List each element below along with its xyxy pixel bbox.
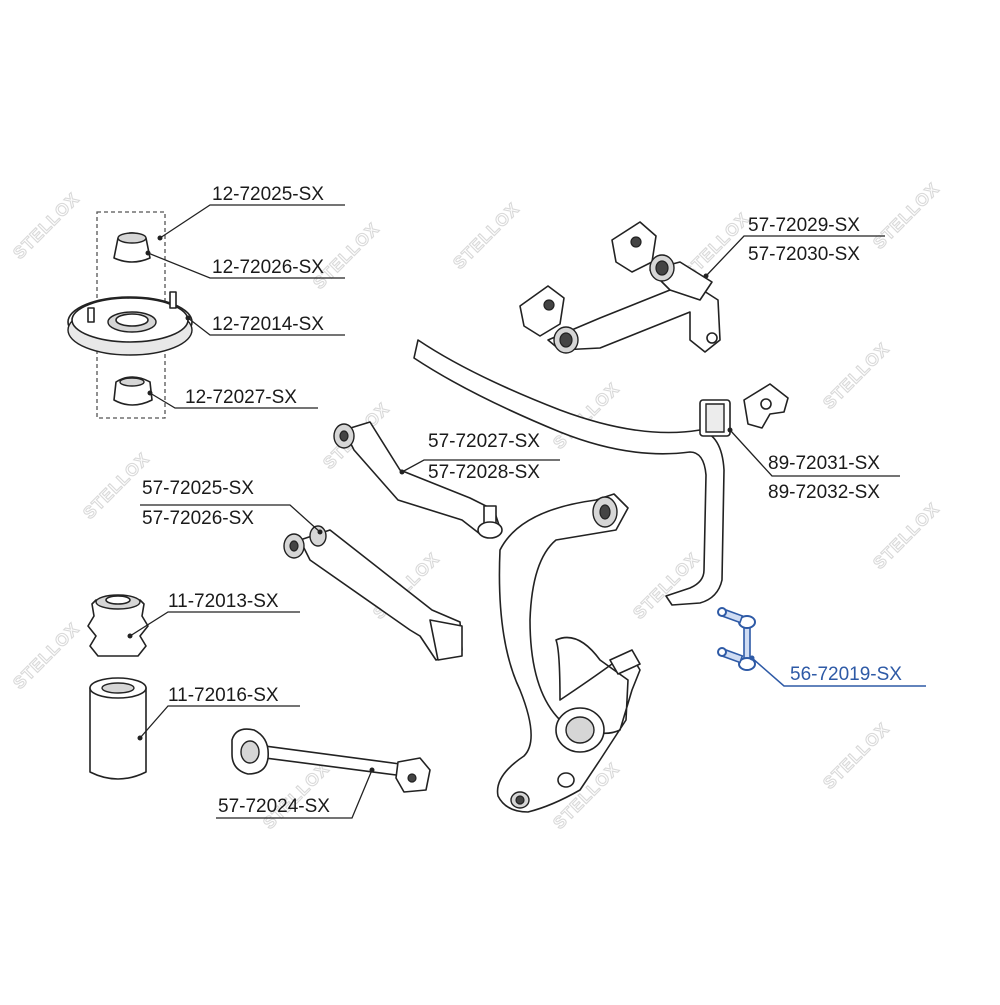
part-57-72027: [333, 421, 503, 539]
stabilizer-bar: [413, 339, 725, 606]
watermark-text: STELLOX: [9, 189, 83, 263]
part-labels: 12-72025-SX 12-72026-SX 12-72014-SX 12-7…: [142, 184, 902, 817]
label-57-72029[interactable]: 57-72029-SX: [748, 215, 860, 236]
watermark-text: STELLOX: [9, 619, 83, 693]
watermark-text: STELLOX: [449, 199, 523, 273]
steering-knuckle: [496, 493, 641, 813]
watermark-text: STELLOX: [869, 179, 943, 253]
part-57-72025: [283, 525, 463, 661]
part-12-72026: [113, 232, 151, 263]
part-57-72029: [519, 221, 721, 354]
part-12-72014: [67, 291, 193, 356]
part-56-72019: [717, 607, 756, 671]
part-57-72024: [231, 728, 431, 793]
label-57-72027[interactable]: 57-72027-SX: [428, 431, 540, 452]
part-89-72031: [699, 383, 789, 437]
watermark-text: STELLOX: [309, 219, 383, 293]
leader-lines: [127, 204, 926, 819]
label-57-72030[interactable]: 57-72030-SX: [748, 244, 860, 265]
label-11-72016[interactable]: 11-72016-SX: [168, 685, 279, 706]
part-12-72027: [113, 376, 153, 406]
label-12-72025[interactable]: 12-72025-SX: [212, 184, 324, 205]
part-11-72016: [89, 677, 147, 780]
label-11-72013[interactable]: 11-72013-SX: [168, 591, 279, 612]
watermark-text: STELLOX: [869, 499, 943, 573]
part-11-72013: [87, 594, 149, 657]
label-12-72026[interactable]: 12-72026-SX: [212, 257, 324, 278]
label-12-72014[interactable]: 12-72014-SX: [212, 314, 324, 335]
label-89-72032[interactable]: 89-72032-SX: [768, 482, 880, 503]
label-57-72028[interactable]: 57-72028-SX: [428, 462, 540, 483]
label-89-72031[interactable]: 89-72031-SX: [768, 453, 880, 474]
label-57-72025[interactable]: 57-72025-SX: [142, 478, 254, 499]
label-57-72026[interactable]: 57-72026-SX: [142, 508, 254, 529]
label-56-72019[interactable]: 56-72019-SX: [790, 664, 902, 685]
strut-mount-group: [67, 211, 193, 419]
label-12-72027[interactable]: 12-72027-SX: [185, 387, 297, 408]
label-57-72024[interactable]: 57-72024-SX: [218, 796, 330, 817]
watermark-text: STELLOX: [819, 339, 893, 413]
watermark-text: STELLOX: [819, 719, 893, 793]
watermark-text: STELLOX: [629, 549, 703, 623]
